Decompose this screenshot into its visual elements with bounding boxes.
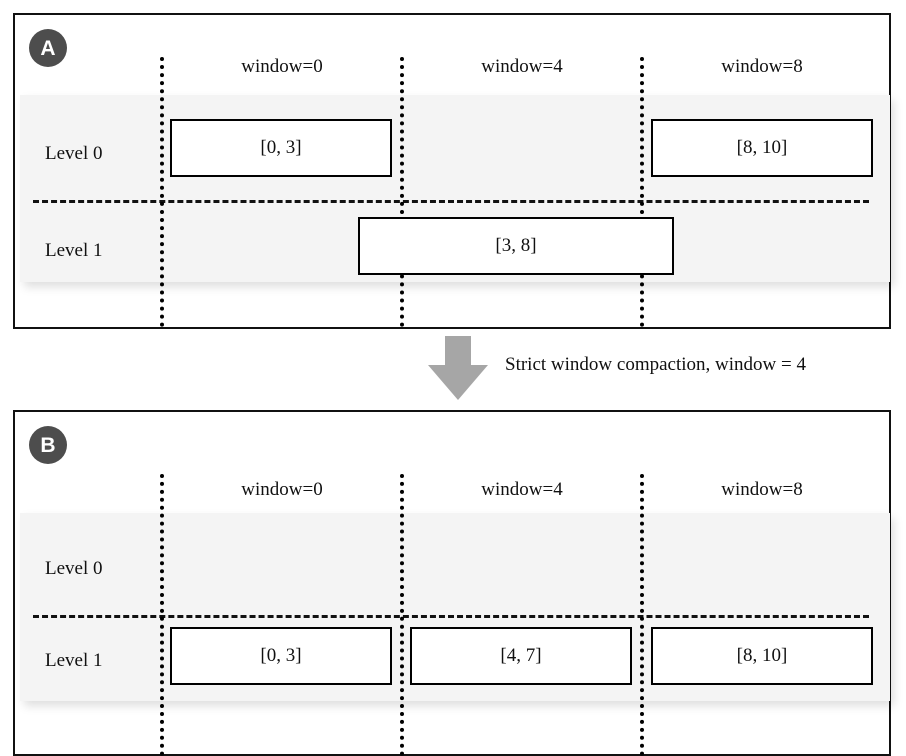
- transition-caption: Strict window compaction, window = 4: [505, 354, 806, 375]
- panel-a-row-label-level-1: Level 1: [45, 240, 103, 261]
- panel-a: A window=0 window=4 window=8 Level 0 Lev…: [13, 13, 891, 329]
- interval-box: [0, 3]: [170, 119, 392, 177]
- panel-b-row-label-level-1: Level 1: [45, 650, 103, 671]
- column-label-window-4: window=4: [481, 479, 563, 500]
- panel-a-row-label-level-0: Level 0: [45, 143, 103, 164]
- interval-box: [4, 7]: [410, 627, 632, 685]
- panel-b-window-boundary-0: [160, 474, 164, 756]
- column-label-window-0: window=0: [241, 479, 323, 500]
- down-arrow-icon: [428, 336, 488, 402]
- transition-row: Strict window compaction, window = 4: [0, 334, 906, 406]
- panel-b-window-boundary-4: [400, 474, 404, 756]
- panel-b: B window=0 window=4 window=8 Level 0 Lev…: [13, 410, 891, 756]
- interval-box: [3, 8]: [358, 217, 674, 275]
- panel-a-level-separator: [33, 200, 869, 203]
- panel-b-badge: B: [29, 426, 67, 464]
- panel-a-badge: A: [29, 29, 67, 67]
- panel-a-window-boundary-4: [400, 57, 404, 327]
- column-label-window-8: window=8: [721, 56, 803, 77]
- panel-a-window-boundary-0: [160, 57, 164, 327]
- column-label-window-0: window=0: [241, 56, 323, 77]
- interval-box: [8, 10]: [651, 627, 873, 685]
- column-label-window-8: window=8: [721, 479, 803, 500]
- interval-box: [0, 3]: [170, 627, 392, 685]
- panel-b-row-label-level-0: Level 0: [45, 558, 103, 579]
- panel-a-window-boundary-8: [640, 57, 644, 327]
- panel-b-window-boundary-8: [640, 474, 644, 756]
- panel-b-level-separator: [33, 615, 869, 618]
- interval-box: [8, 10]: [651, 119, 873, 177]
- column-label-window-4: window=4: [481, 56, 563, 77]
